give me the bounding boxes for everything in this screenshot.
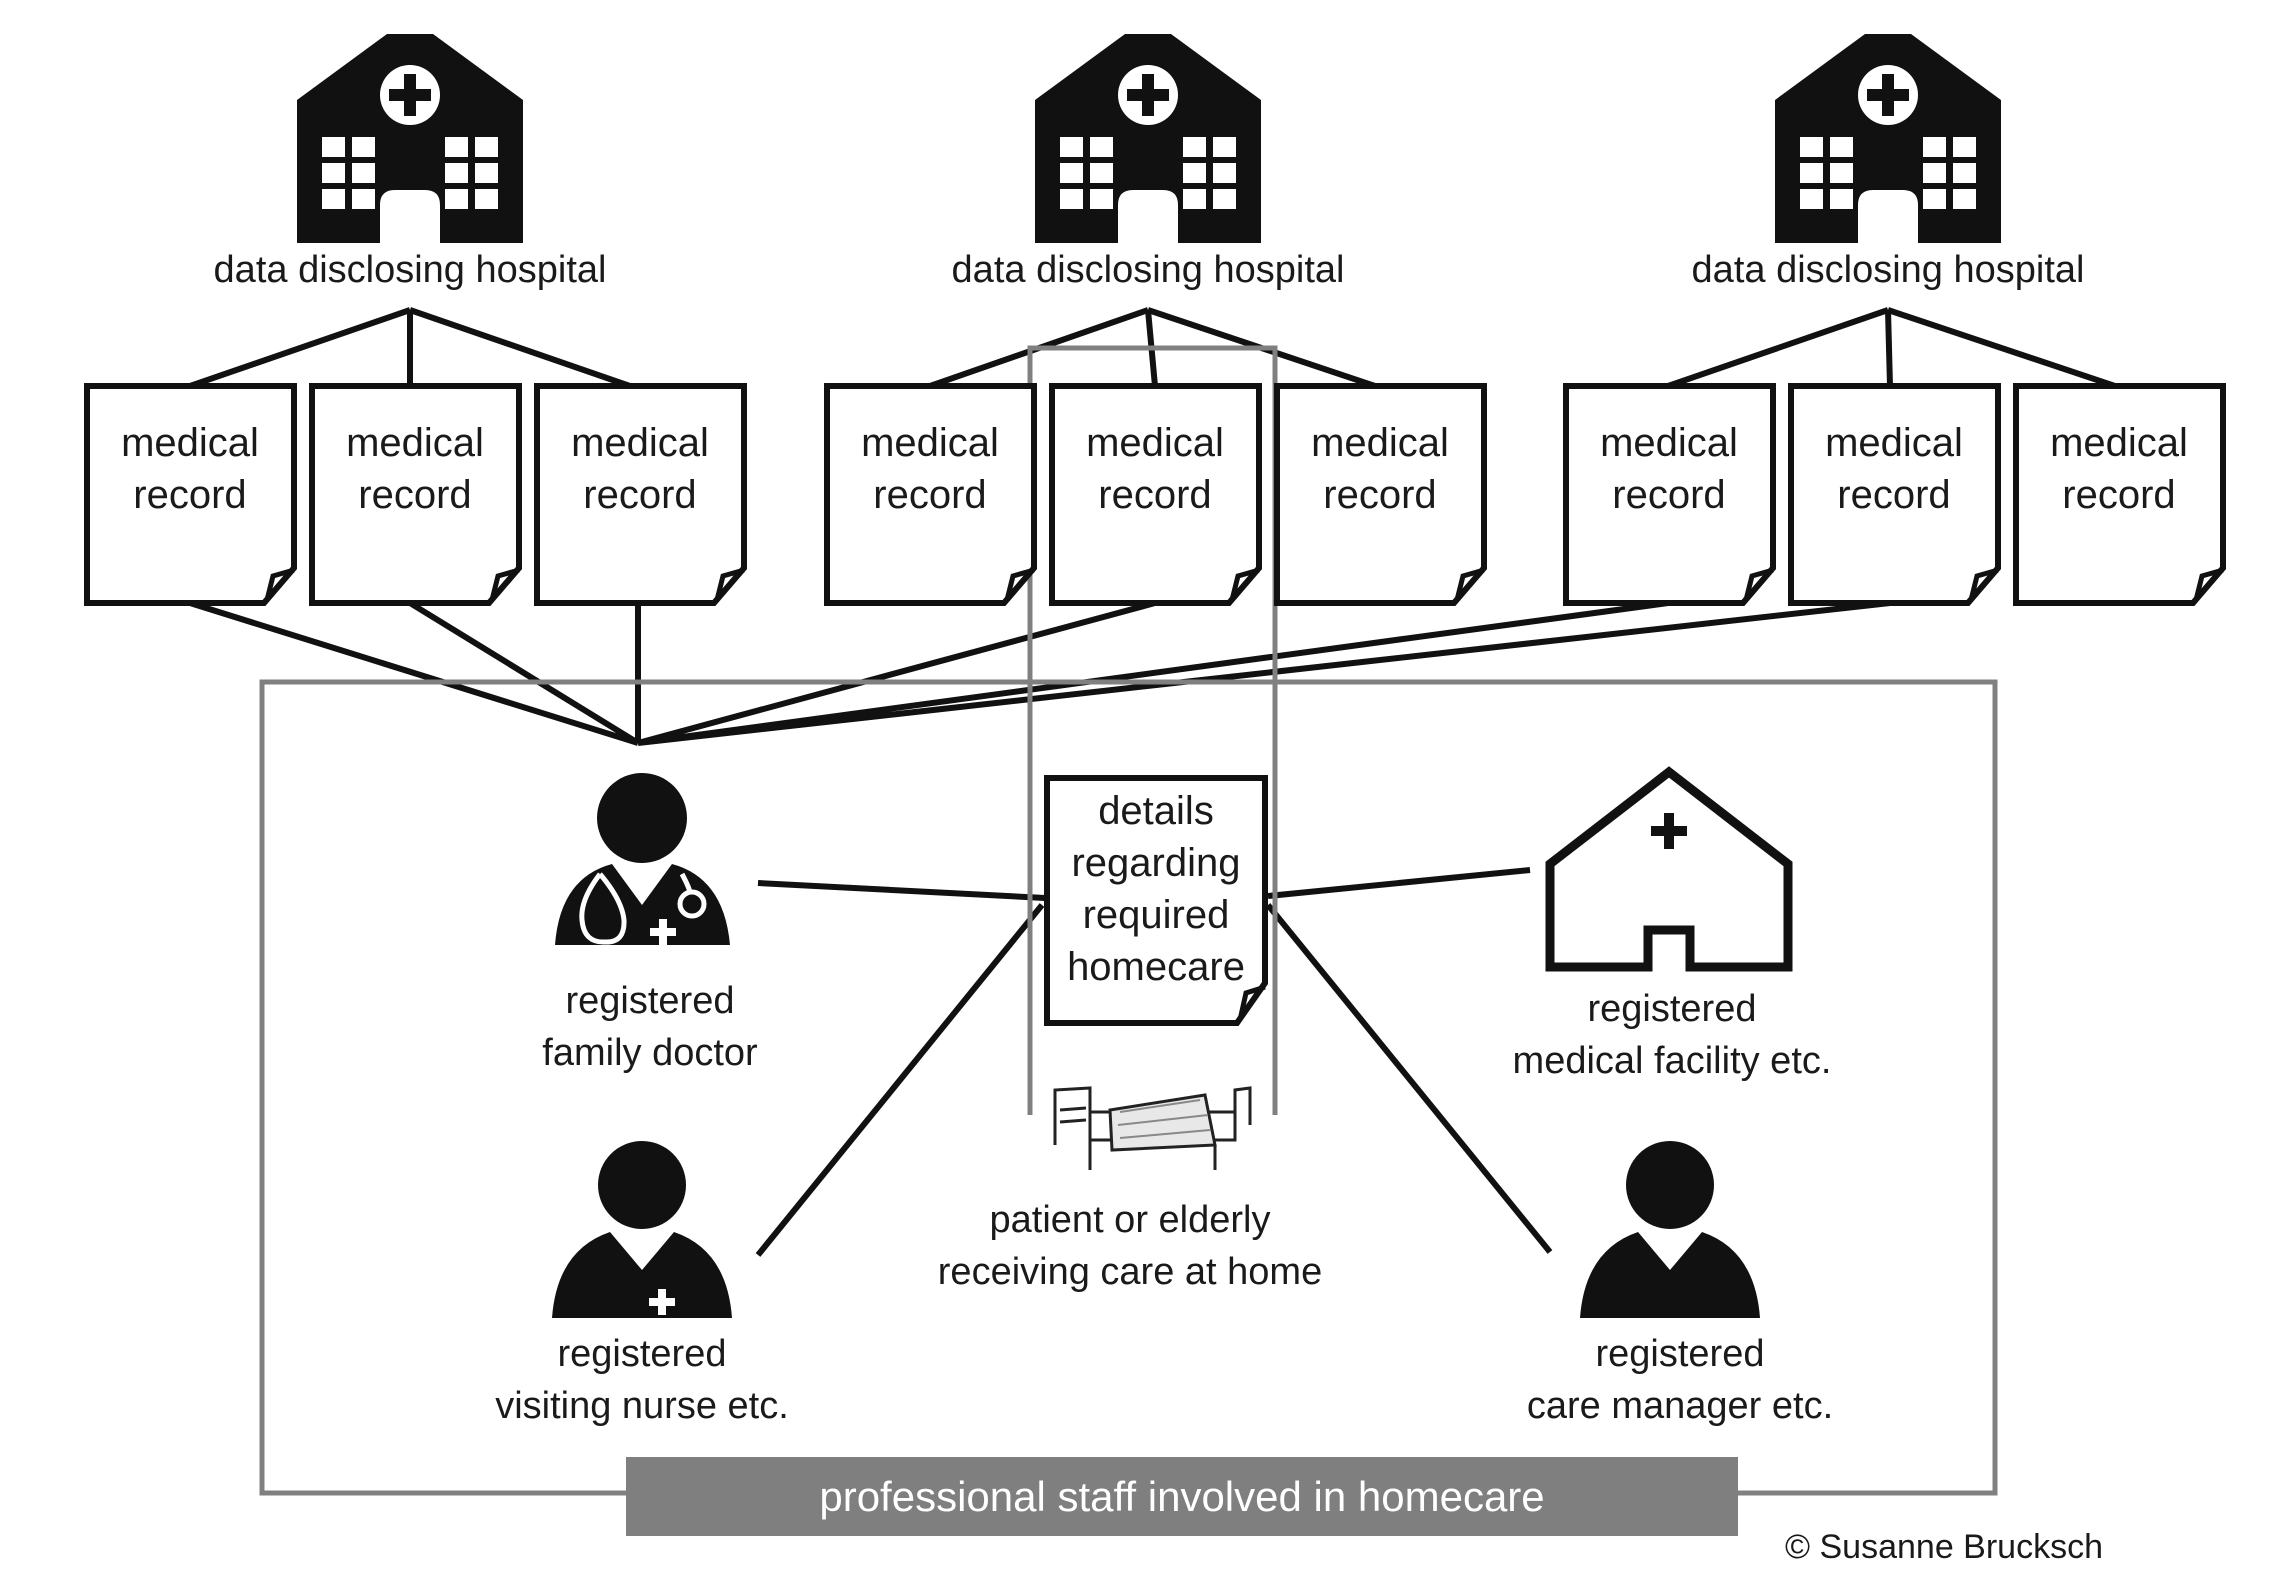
care-details-line: homecare — [1067, 945, 1245, 989]
page-curl-icon — [489, 567, 520, 601]
page-curl-icon — [264, 567, 295, 601]
visiting-nurse: registered visiting nurse etc. — [495, 1141, 789, 1427]
record-label-line1: medical — [1086, 421, 1224, 465]
medical-record-5: medical record — [1049, 383, 1262, 606]
medical-record-6: medical record — [1274, 383, 1487, 606]
page-curl-icon — [1454, 567, 1485, 601]
record-label-line2: record — [583, 473, 696, 517]
patient-label-line2: receiving care at home — [938, 1251, 1322, 1293]
care-details-line: required — [1083, 893, 1230, 937]
family-doctor-label-line1: registered — [566, 980, 735, 1022]
document-icon — [1274, 383, 1487, 606]
hospital-1: data disclosing hospital — [214, 34, 607, 291]
hospital-2: data disclosing hospital — [952, 34, 1345, 291]
page-curl-icon — [1968, 567, 1999, 601]
care-manager-label-line1: registered — [1596, 1333, 1765, 1375]
hospital-record-link — [1667, 307, 2116, 389]
hospital-label: data disclosing hospital — [952, 249, 1345, 291]
family-doctor: registered family doctor — [542, 773, 758, 1074]
record-label-line1: medical — [2050, 421, 2188, 465]
medical-record-7: medical record — [1563, 383, 1776, 606]
patient-at-home: patient or elderly receiving care at hom… — [938, 1086, 1322, 1293]
hospital-building-icon — [1035, 34, 1261, 243]
page-curl-icon — [1229, 567, 1260, 601]
record-label-line2: record — [2062, 473, 2175, 517]
medical-record-1: medical record — [84, 383, 297, 606]
hospital-label: data disclosing hospital — [1692, 249, 2085, 291]
record-label-line2: record — [1612, 473, 1725, 517]
record-label-line2: record — [358, 473, 471, 517]
care-manager: registered care manager etc. — [1527, 1141, 1833, 1427]
hospital-building-icon — [1775, 34, 2001, 243]
homecare-staff-band-label: professional staff involved in homecare — [819, 1473, 1544, 1520]
document-icon — [1044, 775, 1268, 1026]
medical-record-9: medical record — [2013, 383, 2226, 606]
record-label-line2: record — [133, 473, 246, 517]
hospital-label: data disclosing hospital — [214, 249, 607, 291]
nurse-icon — [552, 1141, 732, 1318]
record-doctor-link — [189, 600, 1891, 746]
care-manager-icon — [1580, 1141, 1760, 1318]
record-label-line1: medical — [121, 421, 259, 465]
record-label-line1: medical — [1600, 421, 1738, 465]
bed-icon — [1053, 1086, 1252, 1170]
copyright-notice: © Susanne Brucksch — [1785, 1528, 2103, 1566]
record-label-line2: record — [873, 473, 986, 517]
document-icon — [1563, 383, 1776, 606]
document-icon — [824, 383, 1037, 606]
patient-label-line1: patient or elderly — [990, 1199, 1271, 1241]
hospital-3: data disclosing hospital — [1692, 34, 2085, 291]
medical-record-8: medical record — [1788, 383, 2001, 606]
document-icon — [84, 383, 297, 606]
hospital-building-icon — [297, 34, 523, 243]
care-details-line: regarding — [1071, 841, 1240, 885]
visiting-nurse-label-line1: registered — [558, 1333, 727, 1375]
homecare-staff-band: professional staff involved in homecare — [626, 1457, 1738, 1536]
clinic-house-icon — [1545, 766, 1793, 972]
document-icon — [2013, 383, 2226, 606]
record-label-line1: medical — [1825, 421, 1963, 465]
record-label-line2: record — [1323, 473, 1436, 517]
hospital-record-link — [189, 307, 631, 389]
page-curl-icon — [2193, 567, 2224, 601]
care-details-line: details — [1098, 789, 1214, 833]
document-icon — [1788, 383, 2001, 606]
medical-record-4: medical record — [824, 383, 1037, 606]
document-icon — [534, 383, 747, 606]
visiting-nurse-label-line2: visiting nurse etc. — [495, 1385, 789, 1427]
family-doctor-label-line2: family doctor — [542, 1032, 758, 1074]
band-background — [626, 1457, 1738, 1536]
document-icon — [309, 383, 522, 606]
record-label-line1: medical — [346, 421, 484, 465]
page-curl-icon — [1743, 567, 1774, 601]
page-curl-icon — [714, 567, 745, 601]
care-details-link — [755, 867, 1553, 1257]
record-label-line2: record — [1098, 473, 1211, 517]
document-icon — [1049, 383, 1262, 606]
medical-facility: registered medical facility etc. — [1513, 766, 1832, 1082]
patient-highlight-frame — [1027, 345, 1278, 1115]
medical-facility-label-line2: medical facility etc. — [1513, 1040, 1832, 1082]
medical-record-2: medical record — [309, 383, 522, 606]
record-label-line1: medical — [861, 421, 999, 465]
record-label-line2: record — [1837, 473, 1950, 517]
record-label-line1: medical — [1311, 421, 1449, 465]
page-curl-icon — [1004, 567, 1035, 601]
page-curl-icon — [1237, 984, 1266, 1021]
medical-record-3: medical record — [534, 383, 747, 606]
care-manager-label-line2: care manager etc. — [1527, 1385, 1833, 1427]
medical-facility-label-line1: registered — [1588, 988, 1757, 1030]
care-details-document: details regarding required homecare — [1044, 775, 1268, 1026]
record-label-line1: medical — [571, 421, 709, 465]
doctor-icon — [555, 773, 730, 945]
